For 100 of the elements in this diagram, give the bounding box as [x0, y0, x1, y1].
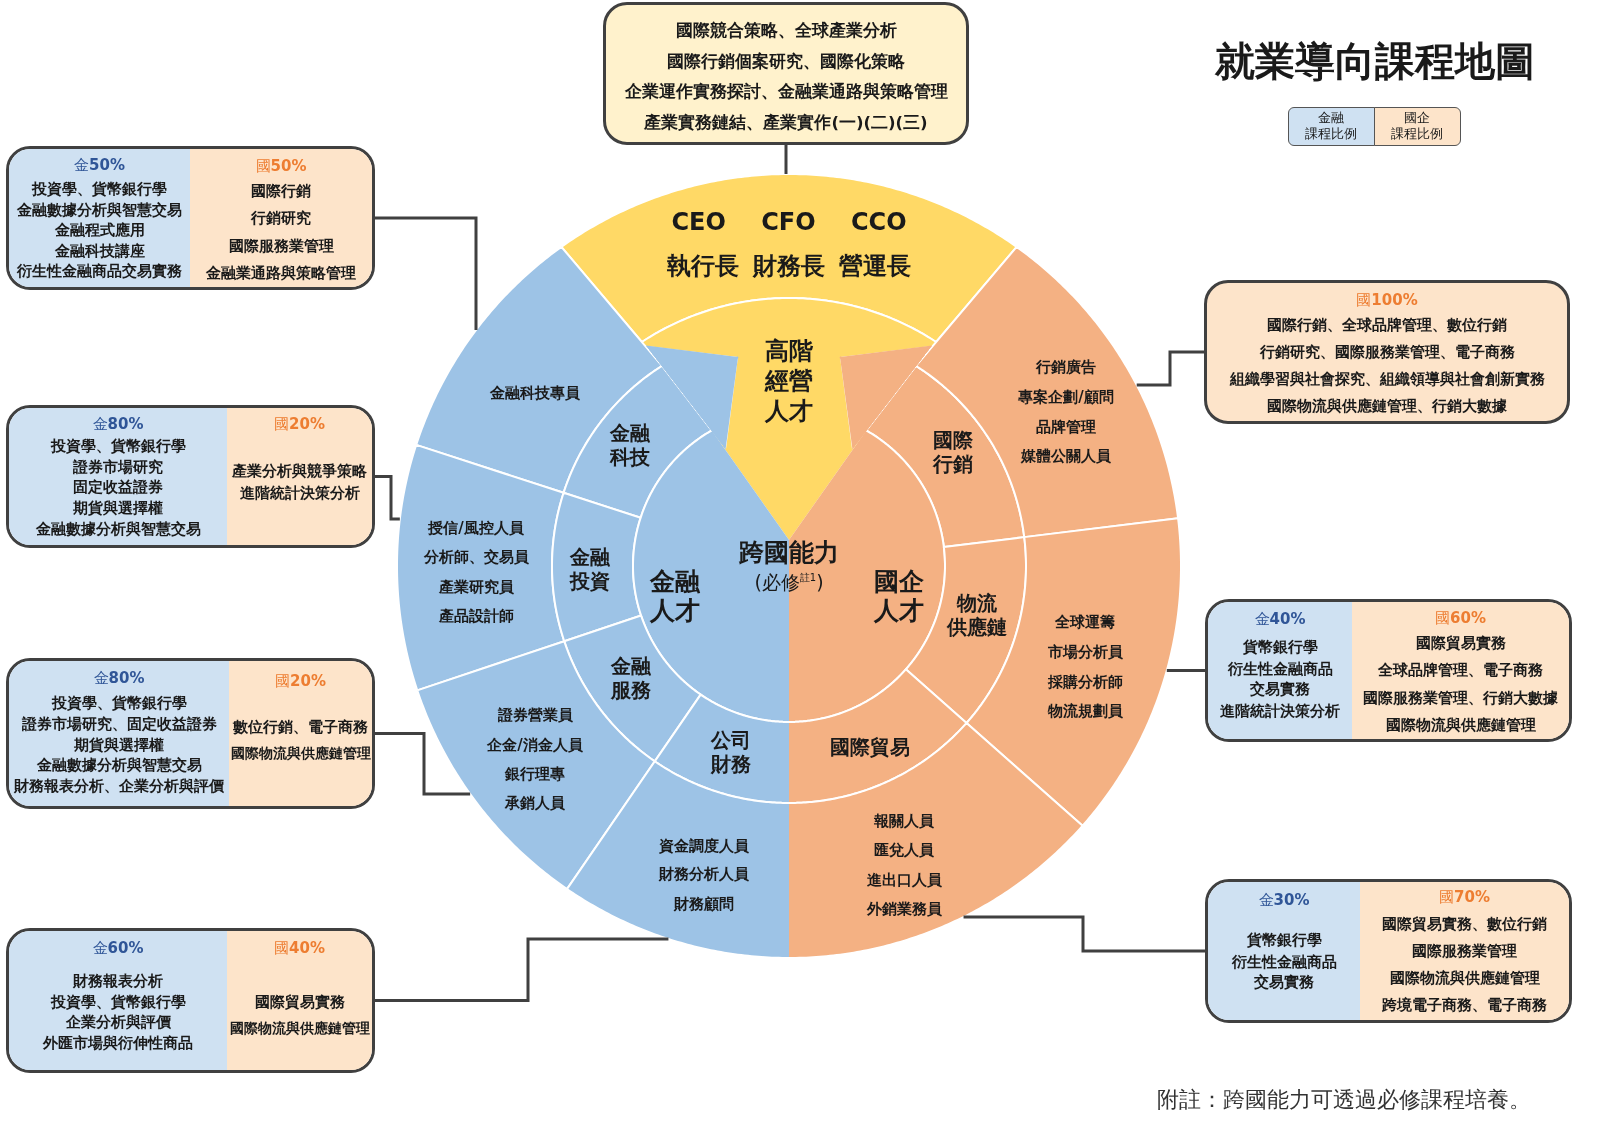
- job-title: 市場分析員: [1047, 643, 1123, 661]
- course-name: 國際競合策略、全球產業分析: [675, 20, 897, 42]
- course-box: [6, 928, 375, 1073]
- course-column: [9, 149, 190, 287]
- leader-line: [784, 145, 788, 174]
- course-column: [9, 931, 227, 1070]
- sector-label: 金融人才: [649, 567, 701, 625]
- course-column: [1352, 602, 1569, 739]
- course-name: 投資學、貨幣銀行學: [50, 436, 186, 457]
- job-title: 分析師、交易員: [423, 548, 529, 566]
- course-name: 全球品牌管理、電子商務: [1378, 660, 1543, 681]
- percentage-heading: 金80%: [92, 414, 144, 433]
- course-column: [229, 661, 372, 806]
- course-name: 國際服務業管理: [228, 236, 334, 256]
- job-title: 產品設計師: [438, 607, 514, 625]
- sector-label: 國際貿易: [830, 736, 910, 760]
- course-name: 行銷研究: [251, 208, 311, 229]
- course-name: 企業運作實務探討、金融業通路與策略管理: [624, 81, 948, 103]
- course-name: 國際服務業管理: [1412, 940, 1517, 961]
- percentage-heading: 國20%: [274, 415, 325, 433]
- course-name: 證券市場研究: [73, 456, 163, 477]
- leader-line: [375, 216, 478, 330]
- job-title: 銀行理專: [505, 765, 565, 783]
- course-name: 數位行銷、電子商務: [233, 717, 368, 737]
- course-name: 金融數據分析與智慧交易: [17, 199, 182, 220]
- job-title: 專案企劃/顧問: [1018, 388, 1114, 406]
- leader-line: [375, 475, 400, 521]
- course-name: 期貨與選擇權: [73, 498, 163, 519]
- course-name: 國際行銷: [251, 181, 311, 202]
- course-name: 產業分析與競爭策略: [232, 461, 367, 481]
- course-name: 國際行銷、全球品牌管理、數位行銷: [1267, 315, 1507, 335]
- job-title: 報關人員: [874, 812, 934, 830]
- course-name: 國際物流與供應鏈管理、行銷大數據: [1267, 396, 1507, 416]
- job-title: 財務顧問: [674, 895, 734, 913]
- course-column: [1208, 882, 1360, 1020]
- sector-label: 公司財務: [709, 728, 752, 778]
- course-name: 行銷研究、國際服務業管理、電子商務: [1259, 342, 1515, 362]
- center-label: 跨國能力: [739, 539, 839, 567]
- course-box: [1204, 280, 1570, 424]
- diagram-title: 就業導向課程地圖: [1215, 38, 1535, 84]
- course-box: [603, 2, 969, 145]
- course-name: 國際貿易實務、數位行銷: [1382, 913, 1547, 934]
- job-title: 進出口人員: [866, 871, 942, 889]
- sector-label: 高階經營人才: [763, 336, 814, 426]
- course-column: [227, 408, 372, 545]
- course-name: 國際物流與供應鏈管理: [1389, 967, 1540, 988]
- course-name: 國際行銷個案研究、國際化策略: [667, 50, 905, 73]
- course-column: [1208, 602, 1352, 739]
- course-name: 金融數據分析與智慧交易: [36, 755, 202, 776]
- job-title: 匯兌人員: [874, 841, 934, 859]
- leader-line: [375, 937, 669, 1002]
- course-name: 投資學、貨幣銀行學: [50, 991, 186, 1012]
- job-title: 證券營業員: [497, 706, 573, 724]
- job-title: 行銷廣告: [1036, 358, 1096, 376]
- course-name: 組織學習與社會探究、組織領導與社會創新實務: [1229, 369, 1545, 389]
- course-name: 貨幣銀行學: [1246, 930, 1322, 950]
- course-name: 金融業通路與策略管理: [206, 263, 356, 284]
- course-box: [6, 146, 375, 290]
- course-box: [1205, 599, 1572, 742]
- course-box: [6, 405, 375, 548]
- course-name: 進階統計決策分析: [239, 483, 360, 503]
- legend-label: 國企課程比例: [1389, 110, 1444, 142]
- course-name: 金融程式應用: [54, 219, 145, 240]
- percentage-heading: 金80%: [93, 669, 145, 687]
- course-name: 貨幣銀行學: [1242, 637, 1318, 657]
- job-title: 資金調度人員: [659, 837, 749, 855]
- job-title: 授信/風控人員: [428, 519, 524, 537]
- course-name: 國際服務業管理、行銷大數據: [1363, 688, 1558, 708]
- course-name: 金融數據分析與智慧交易: [35, 519, 201, 540]
- percentage-heading: 金50%: [74, 156, 125, 174]
- job-title: 採購分析師: [1047, 673, 1123, 691]
- percentage-heading: 國20%: [275, 672, 326, 690]
- percentage-heading: 國60%: [1435, 609, 1486, 627]
- course-name: 外匯市場與衍伸性商品: [43, 1032, 193, 1053]
- job-title: 執行長 財務長 營運長: [666, 252, 912, 280]
- leader-line: [963, 915, 1205, 953]
- course-name: 國際貿易實務: [1415, 633, 1506, 654]
- center-label: (必修$^{註1}$): [754, 569, 824, 593]
- leader-line: [375, 732, 471, 796]
- course-column: [227, 931, 372, 1070]
- course-name: 衍生性金融商品交易實務: [17, 260, 182, 281]
- arrowhead: [839, 345, 933, 450]
- percentage-heading: 金40%: [1254, 610, 1306, 628]
- percentage-heading: 國40%: [274, 939, 325, 957]
- sector-label: 金融服務: [610, 654, 652, 704]
- arrowhead: [645, 345, 739, 450]
- course-name: 國際物流與供應鏈管理: [230, 744, 371, 763]
- leader-line: [1136, 350, 1204, 387]
- sector-label: 物流供應鏈: [946, 591, 1008, 641]
- course-name: 證券市場研究、固定收益證券: [21, 713, 217, 734]
- job-title: 品牌管理: [1036, 418, 1096, 436]
- job-title: 金融科技專員: [490, 384, 580, 402]
- sector-label: 金融科技: [608, 421, 651, 471]
- course-name: 財務報表分析: [73, 970, 163, 991]
- course-name: 衍生性金融商品交易實務: [1230, 952, 1338, 992]
- job-title: 物流規劃員: [1047, 702, 1123, 720]
- course-column: [9, 408, 227, 545]
- course-name: 投資學、貨幣銀行學: [32, 178, 167, 199]
- percentage-heading: 國100%: [1356, 291, 1418, 309]
- course-name: 國際物流與供應鏈管理: [1385, 715, 1536, 736]
